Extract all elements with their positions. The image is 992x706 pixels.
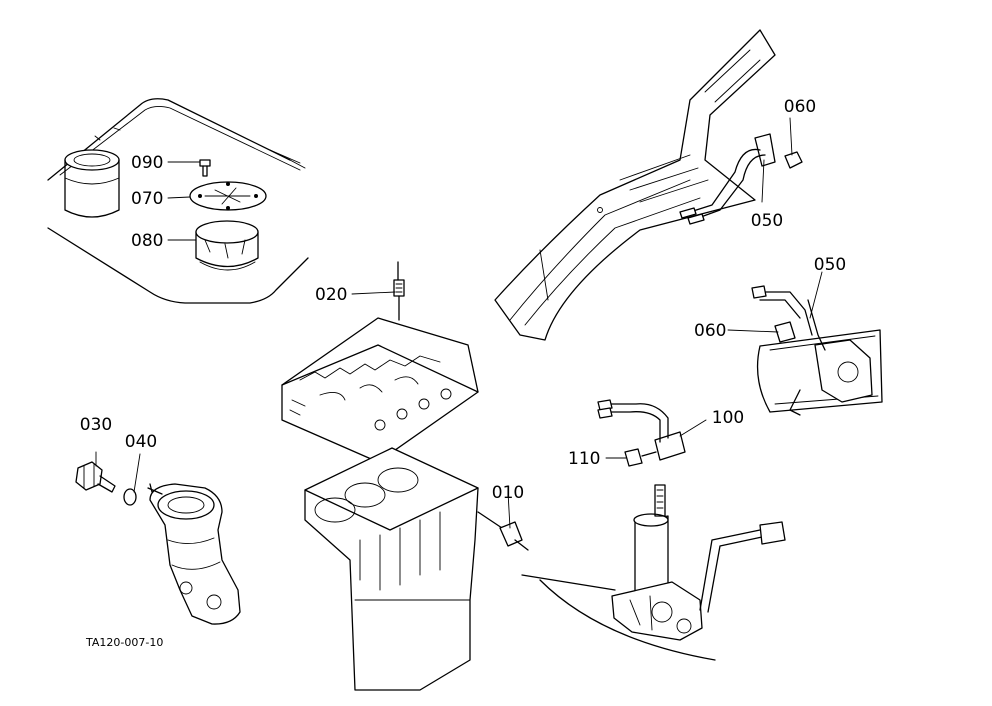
part-label-010: 010 — [492, 483, 524, 503]
part-label-090: 090 — [131, 153, 163, 173]
part-label-060-lower: 060 — [694, 321, 726, 341]
pedal-shaft-drawing — [751, 285, 883, 416]
hydraulic-lever-drawing — [521, 399, 786, 661]
part-label-030: 030 — [80, 415, 112, 435]
part-label-110: 110 — [568, 449, 600, 469]
part-label-070: 070 — [131, 189, 163, 209]
part-labels: 010 020 030 040 050 050 060 060 070 080 … — [80, 97, 846, 649]
figure-code: TA120-007-10 — [85, 636, 163, 649]
water-flange-drawing — [75, 461, 241, 625]
part-label-040: 040 — [125, 432, 157, 452]
pedal-bracket-drawing — [494, 29, 803, 341]
leader-lines — [95, 117, 823, 529]
part-label-080: 080 — [131, 231, 163, 251]
part-label-100: 100 — [712, 408, 744, 428]
part-label-020: 020 — [315, 285, 347, 305]
engine-block-drawing — [281, 261, 529, 691]
fuel-tank-drawing — [47, 98, 309, 304]
part-label-050-lower: 050 — [814, 255, 846, 275]
part-label-060-top: 060 — [784, 97, 816, 117]
part-label-050-top: 050 — [751, 211, 783, 231]
